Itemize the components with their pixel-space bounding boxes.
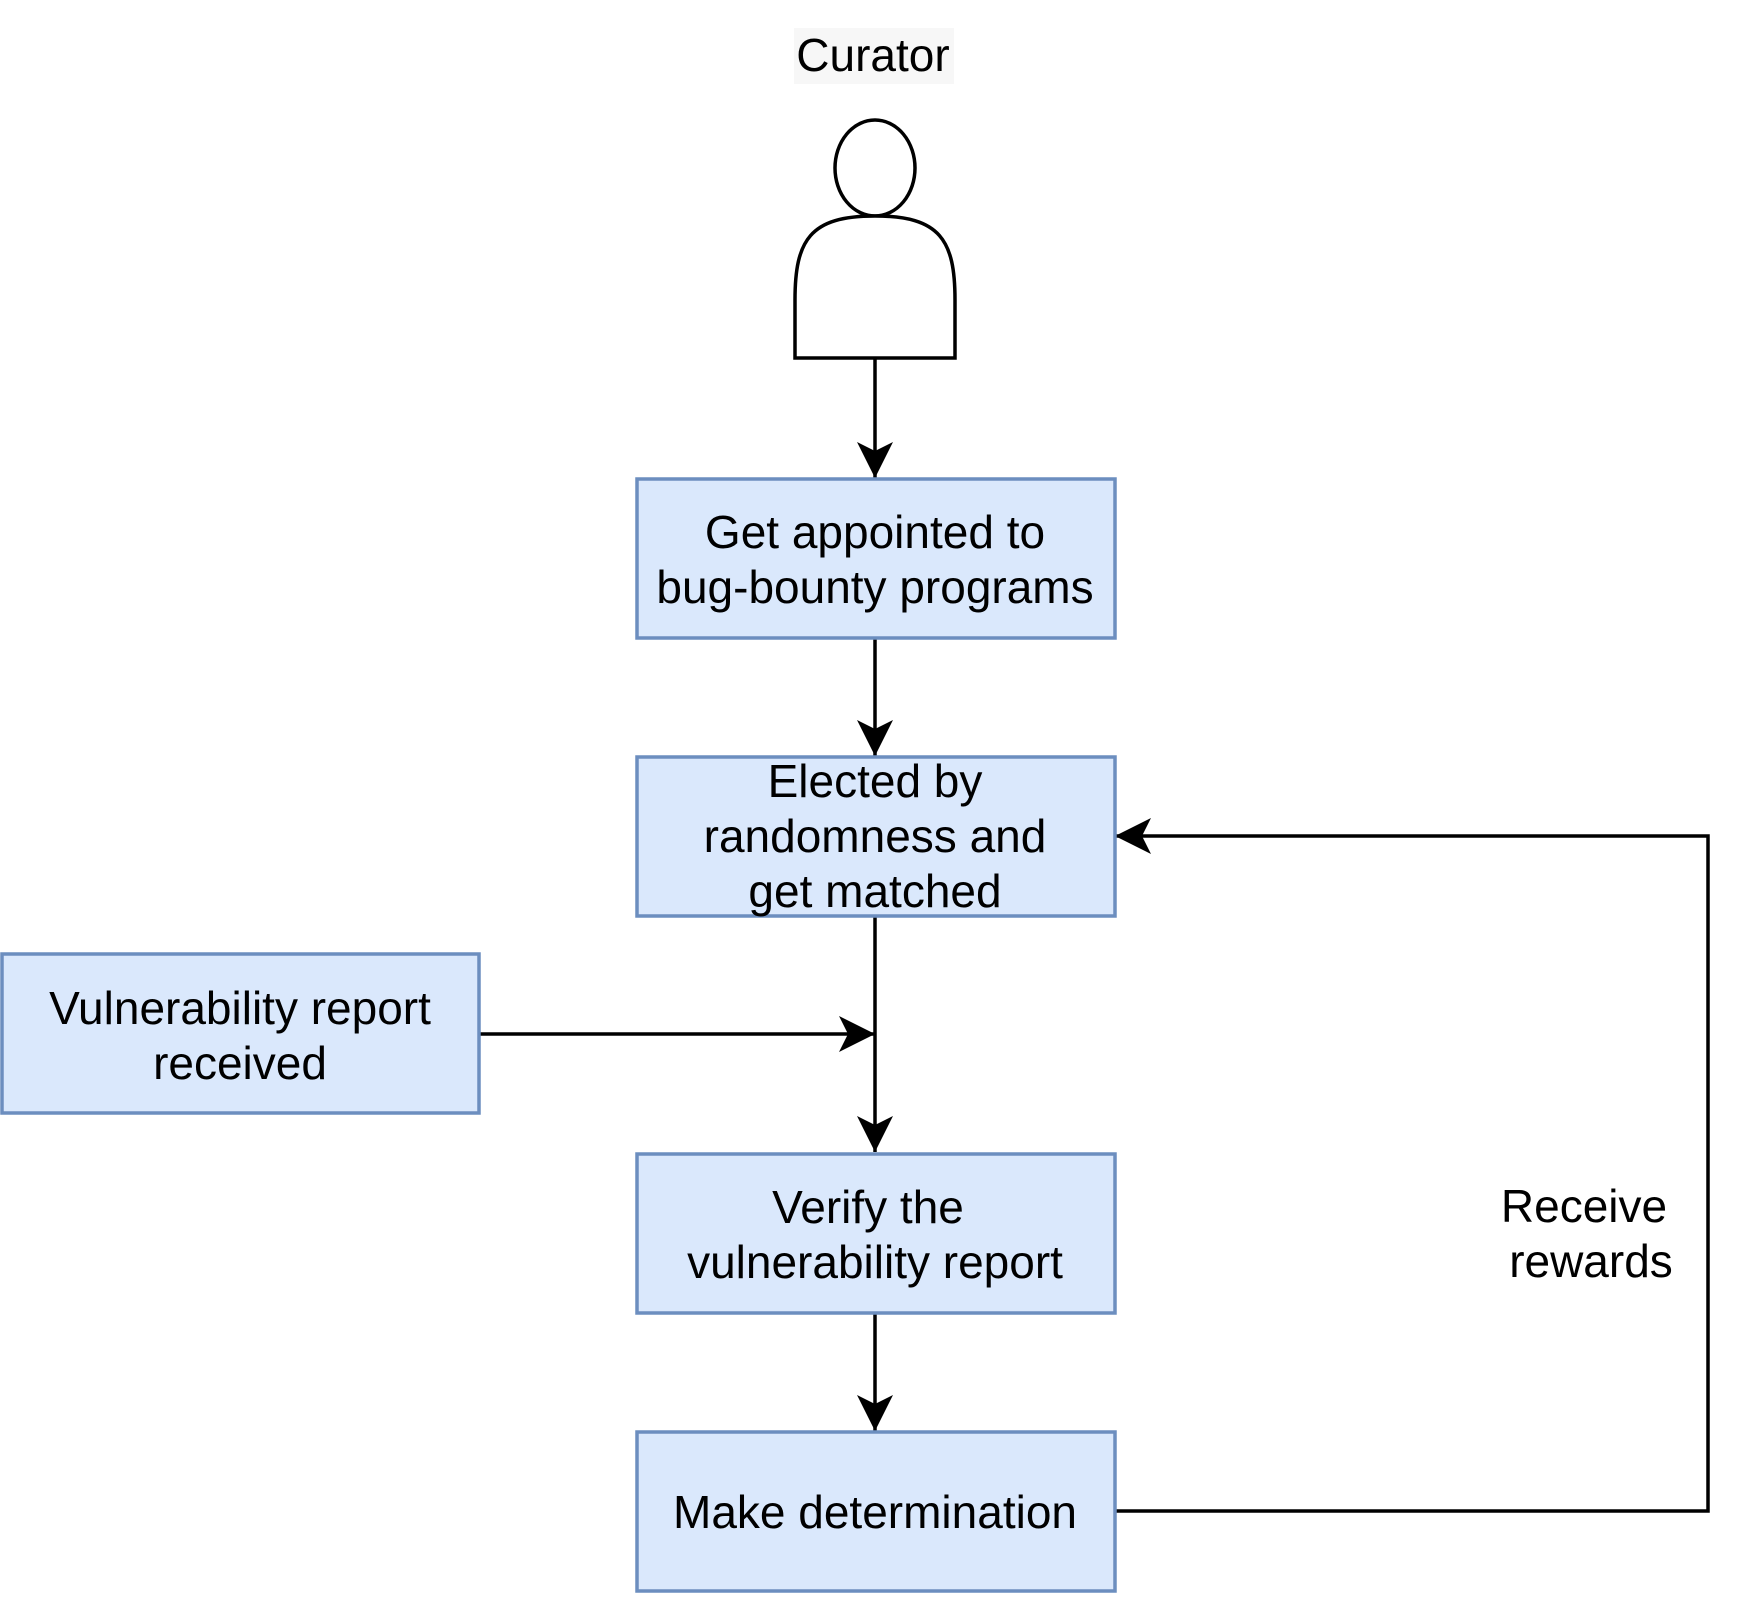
- node-make-determination: Make determination: [635, 1430, 1117, 1593]
- edge-label-receive-rewards-line2: rewards: [1509, 1235, 1673, 1287]
- node-report-received-line1: Vulnerability report: [49, 982, 431, 1034]
- node-elected-line1: Elected by: [768, 755, 983, 807]
- edge-rewards-loop: [1114, 818, 1710, 1513]
- node-verify-box: [635, 1152, 1117, 1315]
- person-icon-head: [833, 118, 917, 218]
- node-verify: Verify the vulnerability report: [635, 1152, 1117, 1315]
- node-make-determination-box: [635, 1430, 1117, 1593]
- node-report-received-box: [0, 952, 481, 1115]
- node-report-received: Vulnerability report received: [0, 952, 481, 1115]
- curator-label-background: [794, 28, 954, 84]
- node-elected-box: [635, 755, 1117, 918]
- person-icon-body: [793, 214, 957, 360]
- node-report-received-line2: received: [153, 1037, 327, 1089]
- node-elected: Elected by randomness and get matched: [635, 755, 1117, 918]
- flowchart-edges: [479, 358, 1710, 1513]
- node-make-determination-line1: Make determination: [673, 1486, 1077, 1538]
- node-get-appointed-line1: Get appointed to: [705, 506, 1045, 558]
- node-elected-line3: get matched: [748, 865, 1001, 917]
- edge-label-receive-rewards: Receive rewards: [1501, 1180, 1673, 1287]
- node-elected-line2: randomness and: [704, 810, 1047, 862]
- curator-actor-label: Curator: [794, 28, 954, 84]
- node-get-appointed-box: [635, 477, 1117, 640]
- edge-label-receive-rewards-line1: Receive: [1501, 1180, 1667, 1232]
- node-verify-line1: Verify the: [772, 1181, 964, 1233]
- person-icon: [793, 118, 957, 360]
- node-get-appointed: Get appointed to bug-bounty programs: [635, 477, 1117, 640]
- node-verify-line2: vulnerability report: [687, 1236, 1063, 1288]
- curator-label-text: Curator: [796, 29, 949, 81]
- node-get-appointed-line2: bug-bounty programs: [656, 561, 1093, 613]
